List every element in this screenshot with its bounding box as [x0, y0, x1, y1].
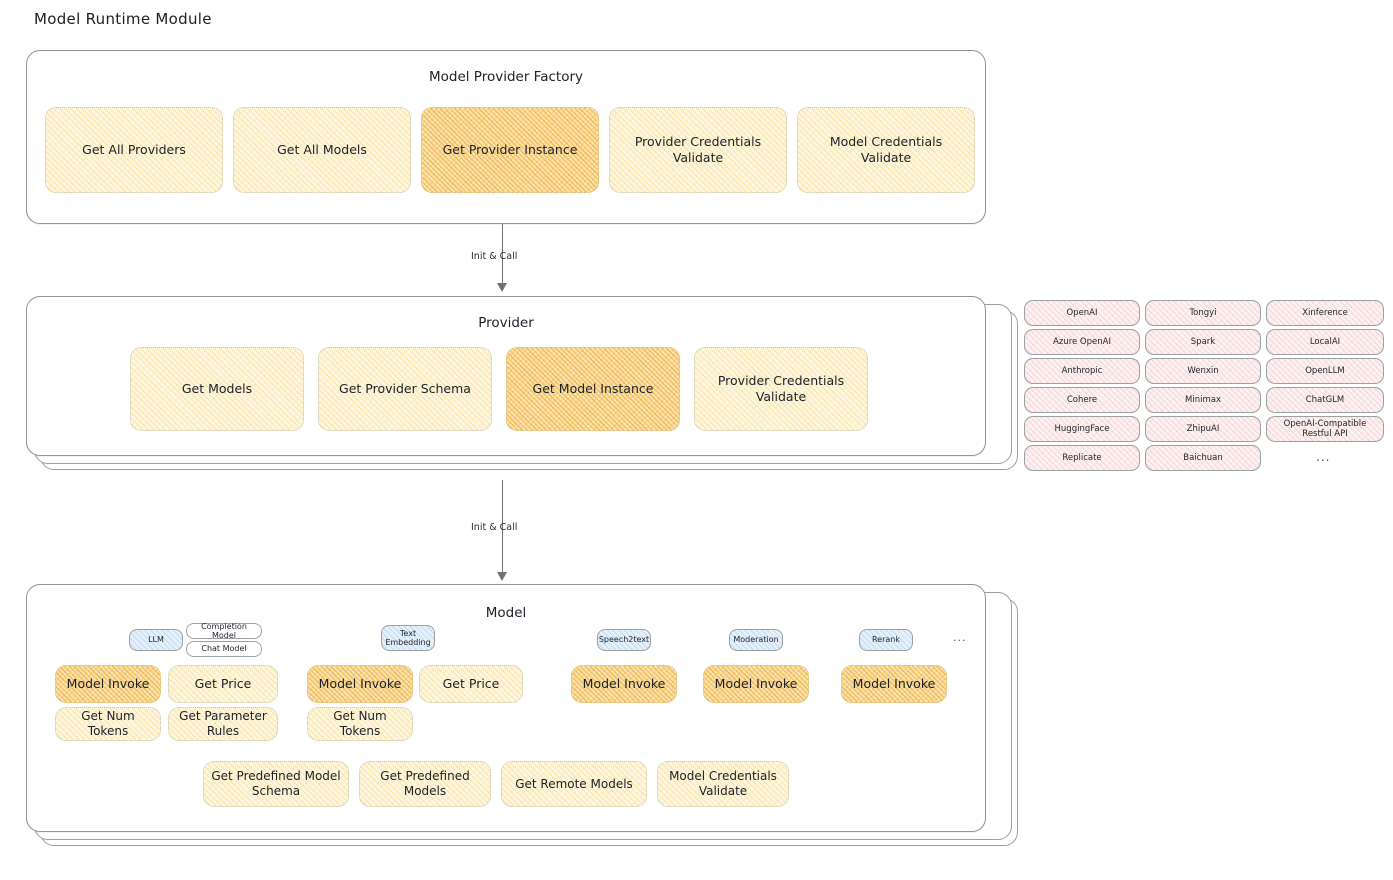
node-moderation-model-invoke[interactable]: Model Invoke: [703, 665, 809, 703]
node-llm-get-price[interactable]: Get Price: [168, 665, 278, 703]
node-embedding-get-num-tokens[interactable]: Get Num Tokens: [307, 707, 413, 741]
node-speech2text-model-invoke[interactable]: Model Invoke: [571, 665, 677, 703]
arrow-factory-to-provider-line: [502, 224, 504, 286]
provider-chip-openllm[interactable]: OpenLLM: [1266, 358, 1384, 384]
node-embedding-model-invoke[interactable]: Model Invoke: [307, 665, 413, 703]
provider-chip-openai-compatible-restful-api[interactable]: OpenAI-Compatible Restful API: [1266, 416, 1384, 442]
provider-chip-xinference[interactable]: Xinference: [1266, 300, 1384, 326]
provider-chip-anthropic[interactable]: Anthropic: [1024, 358, 1140, 384]
provider-list-more: ...: [1316, 450, 1331, 464]
provider-chip-spark[interactable]: Spark: [1145, 329, 1261, 355]
provider-list: OpenAI Azure OpenAI Anthropic Cohere Hug…: [1024, 300, 1384, 480]
provider-chip-huggingface[interactable]: HuggingFace: [1024, 416, 1140, 442]
node-get-provider-instance[interactable]: Get Provider Instance: [421, 107, 599, 193]
provider-stack: Provider Get Models Get Provider Schema …: [26, 296, 1018, 476]
node-get-provider-schema[interactable]: Get Provider Schema: [318, 347, 492, 431]
node-model-credentials-validate[interactable]: Model Credentials Validate: [797, 107, 975, 193]
model-groups-more: ...: [953, 631, 967, 644]
node-llm-model-invoke[interactable]: Model Invoke: [55, 665, 161, 703]
node-get-remote-models[interactable]: Get Remote Models: [501, 761, 647, 807]
model-card: Model LLM Completion Model Chat Model Mo…: [26, 584, 986, 832]
model-title: Model: [485, 605, 527, 621]
node-provider-credentials-validate-2[interactable]: Provider Credentials Validate: [694, 347, 868, 431]
provider-chip-localai[interactable]: LocalAI: [1266, 329, 1384, 355]
arrow-label-init-and-call-1: Init & Call: [471, 251, 518, 262]
node-get-predefined-model-schema[interactable]: Get Predefined Model Schema: [203, 761, 349, 807]
node-model-credentials-validate-2[interactable]: Model Credentials Validate: [657, 761, 789, 807]
model-provider-factory-card: Model Provider Factory Get All Providers…: [26, 50, 986, 224]
arrow-provider-to-model-head: [497, 572, 507, 581]
arrow-factory-to-provider-head: [497, 283, 507, 292]
model-tag-moderation[interactable]: Moderation: [729, 629, 783, 651]
page-title: Model Runtime Module: [34, 10, 212, 28]
provider-chip-chatglm[interactable]: ChatGLM: [1266, 387, 1384, 413]
provider-chip-baichuan[interactable]: Baichuan: [1145, 445, 1261, 471]
node-llm-get-parameter-rules[interactable]: Get Parameter Rules: [168, 707, 278, 741]
provider-card: Provider Get Models Get Provider Schema …: [26, 296, 986, 456]
node-provider-credentials-validate[interactable]: Provider Credentials Validate: [609, 107, 787, 193]
arrow-label-init-and-call-2: Init & Call: [471, 522, 518, 533]
node-get-all-models[interactable]: Get All Models: [233, 107, 411, 193]
provider-chip-tongyi[interactable]: Tongyi: [1145, 300, 1261, 326]
model-tag-rerank[interactable]: Rerank: [859, 629, 913, 651]
model-provider-factory-title: Model Provider Factory: [428, 69, 583, 85]
node-embedding-get-price[interactable]: Get Price: [419, 665, 523, 703]
node-rerank-model-invoke[interactable]: Model Invoke: [841, 665, 947, 703]
model-subtag-completion-model[interactable]: Completion Model: [186, 622, 262, 640]
provider-chip-minimax[interactable]: Minimax: [1145, 387, 1261, 413]
provider-chip-openai[interactable]: OpenAI: [1024, 300, 1140, 326]
provider-chip-wenxin[interactable]: Wenxin: [1145, 358, 1261, 384]
node-get-predefined-models[interactable]: Get Predefined Models: [359, 761, 491, 807]
model-tag-text-embedding[interactable]: Text Embedding: [381, 625, 435, 651]
node-get-all-providers[interactable]: Get All Providers: [45, 107, 223, 193]
provider-title: Provider: [478, 315, 534, 331]
provider-chip-azure-openai[interactable]: Azure OpenAI: [1024, 329, 1140, 355]
model-tag-speech2text[interactable]: Speech2text: [597, 629, 651, 651]
node-get-model-instance[interactable]: Get Model Instance: [506, 347, 680, 431]
model-tag-llm[interactable]: LLM: [129, 629, 183, 651]
model-subtag-chat-model[interactable]: Chat Model: [186, 641, 262, 657]
arrow-provider-to-model-line: [502, 480, 504, 576]
node-get-models[interactable]: Get Models: [130, 347, 304, 431]
provider-chip-zhipuai[interactable]: ZhipuAI: [1145, 416, 1261, 442]
node-llm-get-num-tokens[interactable]: Get Num Tokens: [55, 707, 161, 741]
provider-chip-cohere[interactable]: Cohere: [1024, 387, 1140, 413]
provider-chip-replicate[interactable]: Replicate: [1024, 445, 1140, 471]
model-stack: Model LLM Completion Model Chat Model Mo…: [26, 584, 1021, 854]
